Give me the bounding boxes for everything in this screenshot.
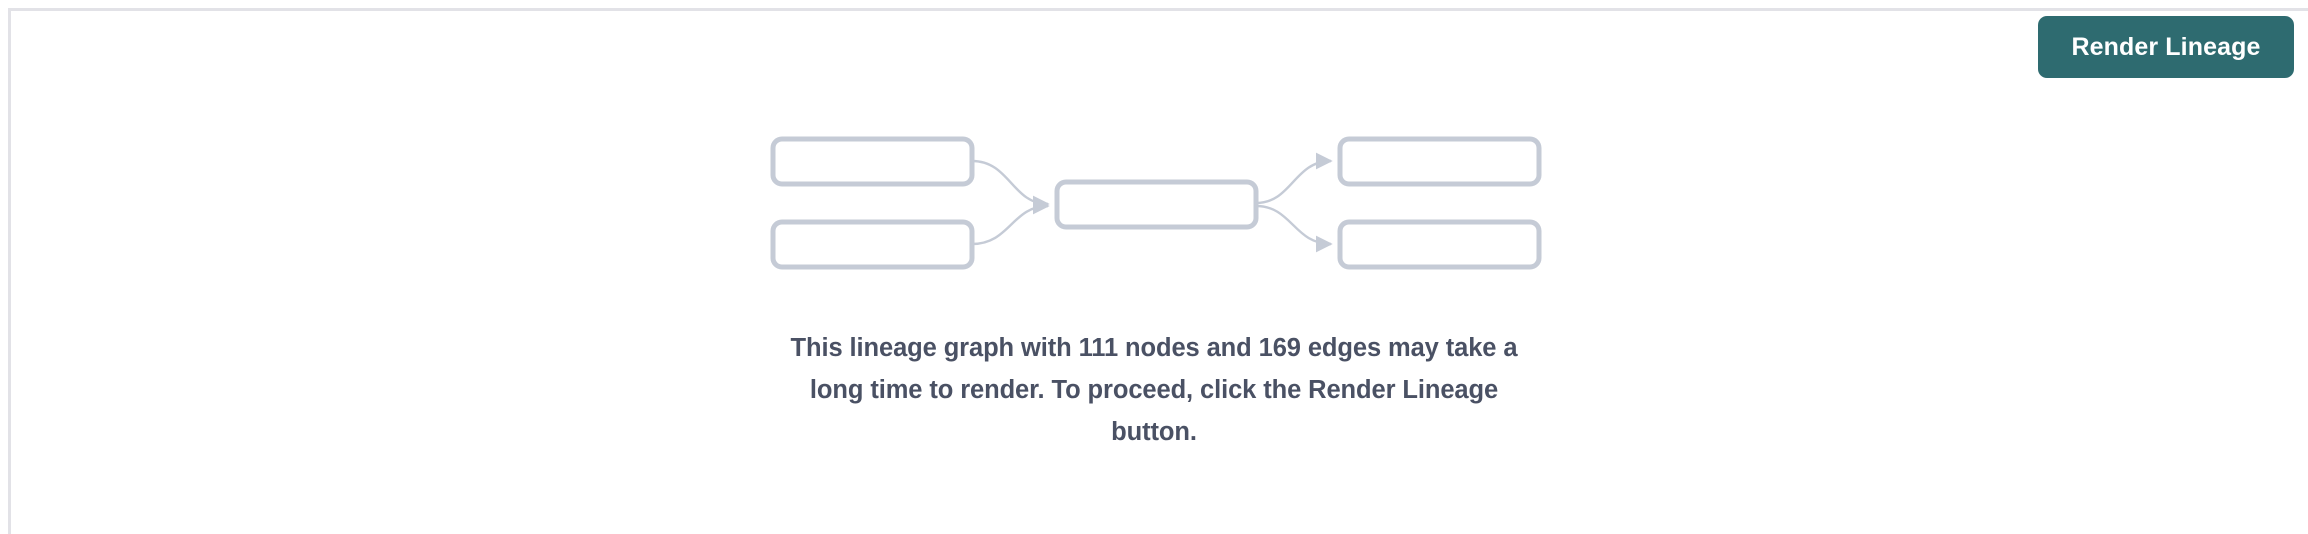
edge-src1-mid1 [971,159,1050,213]
graph-node [1337,136,1542,187]
edge-src2-mid1 [971,197,1050,246]
edge-mid1-out1 [1255,152,1333,205]
graph-node [1337,219,1542,270]
graph-node [1054,179,1259,230]
render-lineage-button[interactable]: Render Lineage [2038,16,2294,78]
edge-mid1-out2 [1255,204,1333,253]
lineage-warning-message: This lineage graph with 111 nodes and 16… [790,334,1518,446]
graph-node [770,136,975,187]
graph-nodes [770,136,1542,270]
panel-left-divider [8,8,11,534]
graph-node [770,219,975,270]
graph-edges [971,152,1333,253]
panel-top-divider [8,8,2308,11]
